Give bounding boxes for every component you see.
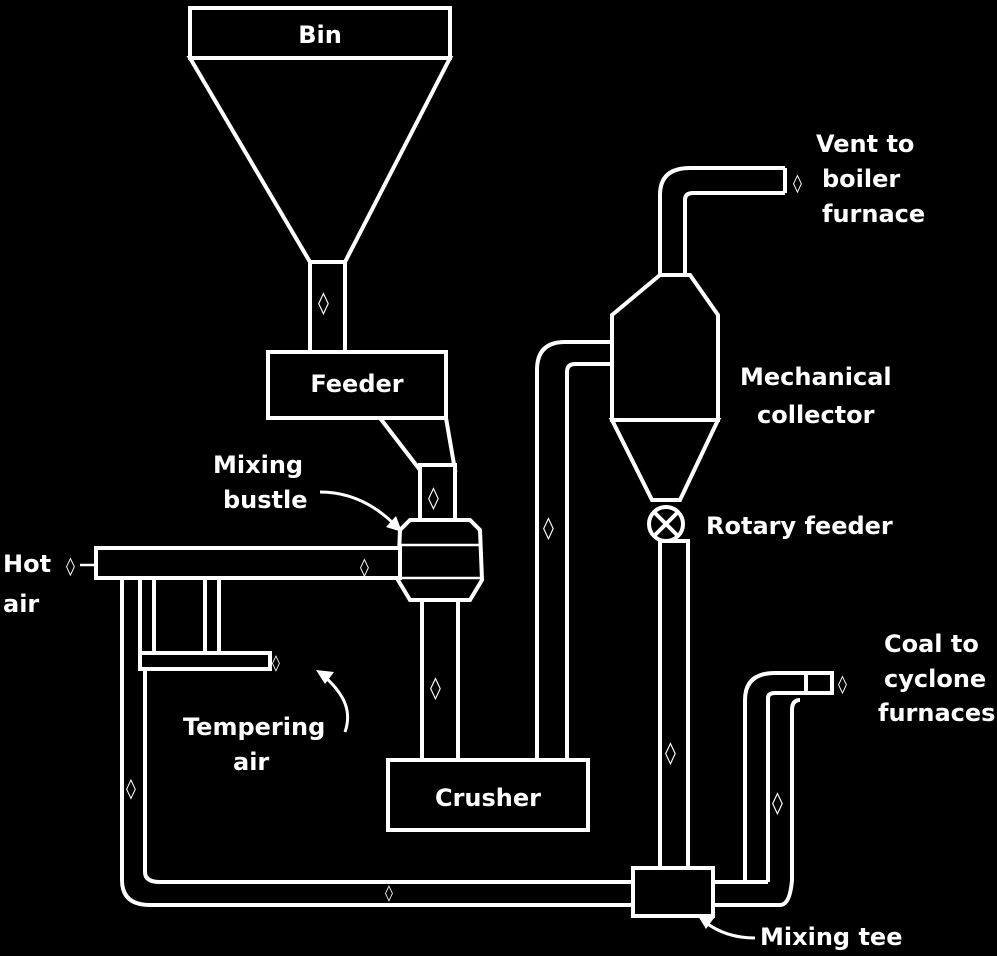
arrow-diamond-icon: ◊ <box>793 173 802 194</box>
flow-diamond-icon: ◊ <box>318 291 329 316</box>
bin: Bin <box>186 6 454 264</box>
mixing-tee-label: Mixing tee <box>760 923 902 951</box>
feeder-chute <box>375 416 458 472</box>
vent-label-2: boiler <box>822 165 900 193</box>
arrow-diamond-icon: ◊ <box>66 556 75 577</box>
mixing-bustle-arrow <box>319 490 397 527</box>
crusher-box <box>386 758 590 832</box>
crusher-label: Crusher <box>435 784 541 812</box>
bin-label: Bin <box>298 21 342 49</box>
vent-pipe-outer <box>658 166 785 275</box>
return-pipe-inner <box>143 669 640 884</box>
hot-air-duct <box>94 546 402 580</box>
flow-diamond-icon: ◊ <box>543 516 554 541</box>
rotary-feeder-label: Rotary feeder <box>706 512 893 540</box>
mixing-tee-arrow <box>704 920 756 940</box>
tempering-air-arrow <box>323 675 350 733</box>
collector-body <box>610 273 720 422</box>
feeder: Feeder <box>266 350 448 420</box>
vent-pipe-inner <box>683 191 785 275</box>
mechanical-collector <box>608 273 722 502</box>
hot-air-leg <box>138 576 156 655</box>
mechanical-collector-label-2: collector <box>757 401 875 429</box>
coal-pipe-inner <box>766 691 808 882</box>
vent-label-1: Vent to <box>816 130 914 158</box>
tempering-air-duct <box>138 651 272 671</box>
vent-label-3: furnace <box>822 200 925 228</box>
mechanical-collector-label-1: Mechanical <box>740 363 892 391</box>
hot-air-label-1: Hot <box>3 550 51 578</box>
coal-outlet <box>804 671 834 695</box>
mixing-tee <box>631 866 715 918</box>
hot-air-label-2: air <box>3 590 39 618</box>
coal-to-label-2: cyclone <box>884 665 986 693</box>
collector-cone <box>608 418 722 502</box>
collector-downleg <box>658 539 690 873</box>
flow-diamond-icon: ◊ <box>430 676 441 701</box>
crusher: Crusher <box>386 758 590 832</box>
bustle-inlet-pipe <box>418 463 457 527</box>
tempering-air-label-2: air <box>233 748 269 776</box>
coal-to-label-1: Coal to <box>884 630 979 658</box>
flow-diamond-icon: ◊ <box>272 653 280 672</box>
coal-to-label-3: furnaces <box>878 699 995 727</box>
flow-diamond-icon: ◊ <box>126 776 136 800</box>
tempering-air-label-1: Tempering <box>183 713 325 741</box>
arrow-diamond-icon: ◊ <box>838 674 847 695</box>
hot-air-leg <box>203 576 221 655</box>
coal-pipe-outer-curve <box>779 698 801 907</box>
mixing-bustle <box>395 518 485 602</box>
return-pipe-outer <box>120 578 640 907</box>
flow-diamond-icon: ◊ <box>772 791 783 816</box>
mixing-bustle-vessel <box>395 518 485 602</box>
flow-diamond-icon: ◊ <box>428 486 439 511</box>
feeder-box <box>266 350 448 420</box>
mixing-bustle-label-2: bustle <box>223 486 308 514</box>
riser-pipe-outer <box>535 340 612 760</box>
flow-diamond-icon: ◊ <box>665 741 676 766</box>
flow-diamond-icon: ◊ <box>360 557 369 578</box>
bin-hopper <box>186 56 454 264</box>
coal-pipe-outer <box>743 671 832 880</box>
mixing-bustle-label-1: Mixing <box>213 451 303 479</box>
feeder-label: Feeder <box>310 370 403 398</box>
rotary-feeder-icon <box>647 505 685 543</box>
riser-pipe-inner <box>565 362 612 760</box>
flow-diamond-icon: ◊ <box>385 883 393 902</box>
